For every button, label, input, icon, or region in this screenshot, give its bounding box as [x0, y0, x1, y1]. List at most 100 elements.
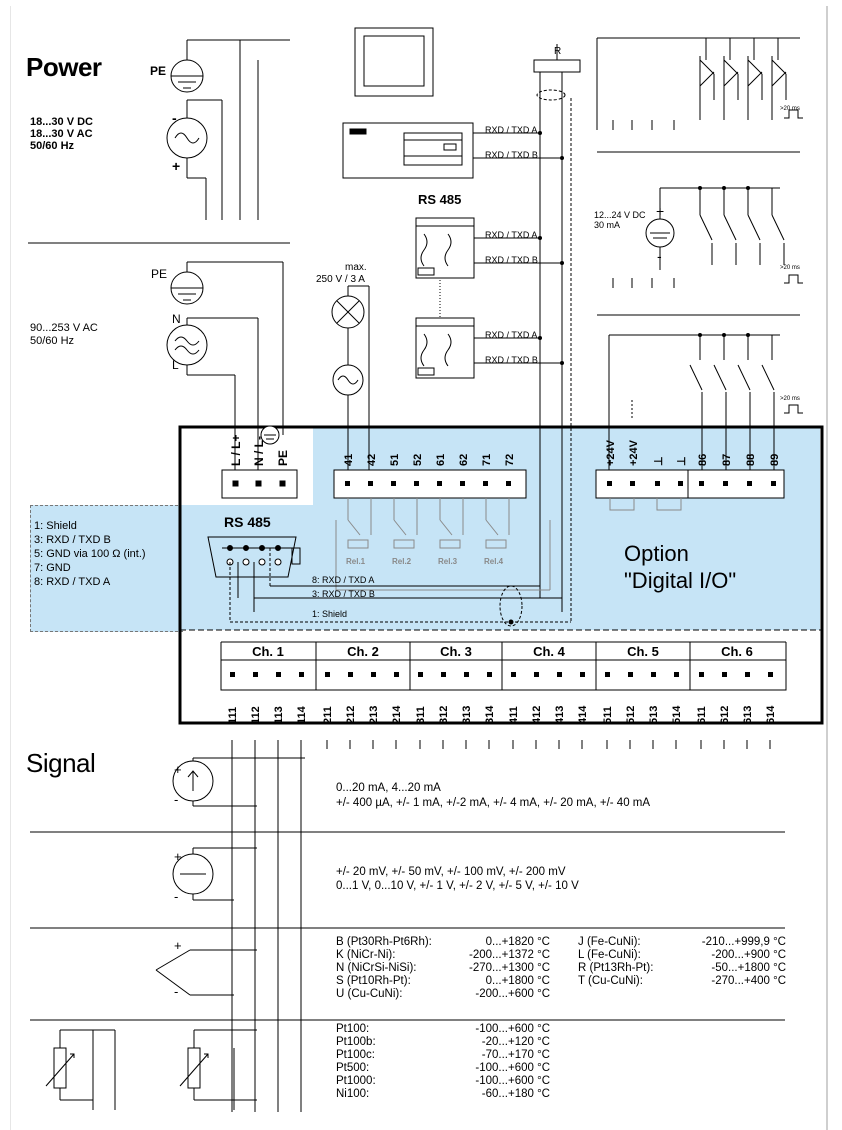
pin-7-legend: 7: GND	[34, 562, 71, 574]
resistor-label: R	[554, 46, 562, 57]
rs485-device-1	[415, 217, 475, 279]
thermo-plus: +	[174, 938, 182, 953]
power-terminal-label: PE	[276, 450, 290, 466]
channel-terminal-screw	[674, 672, 679, 677]
channel-terminal-number: 611	[696, 706, 708, 724]
thermocouple-row: J (Fe-CuNi):-210...+999,9 °C	[578, 936, 786, 949]
relay-terminal-label: 72	[504, 454, 516, 466]
thermocouple-row-range: -210...+999,9 °C	[701, 936, 786, 948]
terminating-resistor	[533, 59, 581, 73]
thermocouple-row: R (Pt13Rh-Pt):-50...+1800 °C	[578, 962, 786, 975]
thermocouple-row: S (Pt10Rh-Pt): 0...+1800 °C	[336, 975, 550, 988]
thermocouple-row-range: 0...+1800 °C	[485, 975, 550, 987]
channel-terminal-number: 112	[250, 706, 262, 724]
voltage-ranges-2: 0...1 V, 0...10 V, +/- 1 V, +/- 2 V, +/-…	[336, 880, 579, 892]
channel-terminal-screw	[487, 672, 492, 677]
channel-terminal-screw	[580, 672, 585, 677]
current-ranges-1: 0...20 mA, 4...20 mA	[336, 782, 441, 794]
rs485-port-title: RS 485	[224, 514, 271, 530]
channel-terminal-screw	[557, 672, 562, 677]
pe-label-dc: PE	[150, 64, 167, 78]
thermo-minus: -	[174, 984, 179, 999]
relay-terminal-label: 51	[389, 454, 401, 466]
channel-terminal-number: 114	[296, 705, 308, 724]
channel-terminal-number: 511	[602, 706, 614, 724]
page-frame	[10, 6, 828, 1130]
pc-rxd-a: RXD / TXD A	[485, 125, 538, 135]
pin-8-legend: 8: RXD / TXD A	[34, 576, 111, 588]
option-digital-io-panel	[313, 427, 820, 630]
channel-terminals	[220, 641, 787, 691]
channel-terminal-number: 612	[719, 706, 731, 724]
channel-terminal-number: 311	[415, 706, 427, 724]
thermocouple-row-range: -50...+1800 °C	[711, 962, 786, 974]
thermocouple-row: N (NiCrSi-NiSi): -270...+1300 °C	[336, 962, 550, 975]
thermocouple-symbol	[155, 949, 257, 996]
device-housing	[178, 425, 824, 725]
line-rxd-a: 8: RXD / TXD A	[312, 575, 375, 585]
channel-terminal-number: 213	[368, 706, 380, 724]
power-title: Power	[26, 52, 102, 82]
l-label: L	[172, 358, 179, 372]
rtd-row-name: Pt1000:	[336, 1075, 376, 1087]
pulse-label-3: >20 ms	[780, 396, 800, 402]
rtd-row-range: -20...+120 °C	[481, 1036, 550, 1048]
rtd-row-range: -100...+600 °C	[475, 1075, 550, 1087]
rtd-row: Ni100:-60...+180 °C	[336, 1088, 550, 1101]
channel-terminal-screw	[418, 672, 423, 677]
channel-terminal-number: 513	[648, 706, 660, 724]
thermocouple-row-range: -200...+900 °C	[711, 949, 786, 961]
rtd-row-name: Pt100c:	[336, 1049, 375, 1061]
line-rxd-b: 3: RXD / TXD B	[312, 589, 375, 599]
channel-terminal-number: 412	[531, 706, 543, 724]
line-shield: 1: Shield	[312, 609, 348, 619]
dc-minus-label: -	[172, 110, 177, 126]
pin-1-legend: 1: Shield	[34, 520, 77, 532]
max-label: max.	[345, 262, 367, 273]
channel-terminal-number: 313	[461, 706, 473, 724]
rs485-sub-d-connector	[207, 536, 297, 578]
channel-terminal-screw	[628, 672, 633, 677]
channel-terminal-screw	[371, 672, 376, 677]
relay-rating: 250 V / 3 A	[316, 274, 365, 285]
thermocouple-row-name: S (Pt10Rh-Pt):	[336, 975, 411, 987]
thermocouple-row-range: -270...+1300 °C	[469, 962, 550, 974]
thermocouple-row-name: N (NiCrSi-NiSi):	[336, 962, 417, 974]
digital-terminal-label: 86	[697, 454, 709, 466]
pulse-label-1: >20 ms	[780, 106, 800, 112]
channel-terminal-screw	[745, 672, 750, 677]
n-label: N	[172, 312, 181, 326]
rs485-bus-title: RS 485	[418, 192, 462, 207]
relay-name-label: Rel.4	[484, 557, 504, 566]
rtd-row-range: -60...+180 °C	[481, 1088, 550, 1100]
rtd-row-name: Pt100:	[336, 1023, 370, 1035]
channel-terminal-screw	[441, 672, 446, 677]
thermocouple-row: K (NiCr-Ni):-200...+1372 °C	[336, 949, 550, 962]
digital-terminal-label: 87	[721, 454, 733, 466]
channel-terminal-number: 314	[484, 705, 496, 724]
channel-terminal-screw	[253, 672, 258, 677]
rtd-row: Pt100b:-20...+120 °C	[336, 1036, 550, 1049]
thermocouple-row-name: T (Cu-CuNi):	[578, 975, 643, 987]
relay-terminal-label: 62	[458, 454, 470, 466]
dc-spec-1: 18...30 V DC	[30, 116, 93, 128]
dev1-rxd-a: RXD / TXD A	[485, 230, 538, 240]
transistor-outputs	[699, 38, 787, 120]
thermocouple-row-name: U (Cu-CuNi):	[336, 988, 403, 1000]
channel-terminal-screw	[534, 672, 539, 677]
channel-terminal-number: 111	[227, 707, 239, 724]
channel-terminal-number: 211	[322, 706, 334, 724]
rtd-row-range: -70...+170 °C	[481, 1049, 550, 1061]
ac-spec-1: 90...253 V AC	[30, 322, 98, 334]
digital-terminal-label: +24V	[628, 439, 640, 466]
channel-terminal-screw	[325, 672, 330, 677]
dev2-rxd-a: RXD / TXD A	[485, 330, 538, 340]
dev2-rxd-b: RXD / TXD B	[485, 355, 538, 365]
channel-name-label: Ch. 4	[533, 644, 566, 659]
channel-name-label: Ch. 2	[347, 644, 379, 659]
channel-name-label: Ch. 3	[440, 644, 472, 659]
rtd-row: Pt1000: -100...+600 °C	[336, 1075, 550, 1088]
channel-terminal-number: 514	[671, 705, 683, 724]
